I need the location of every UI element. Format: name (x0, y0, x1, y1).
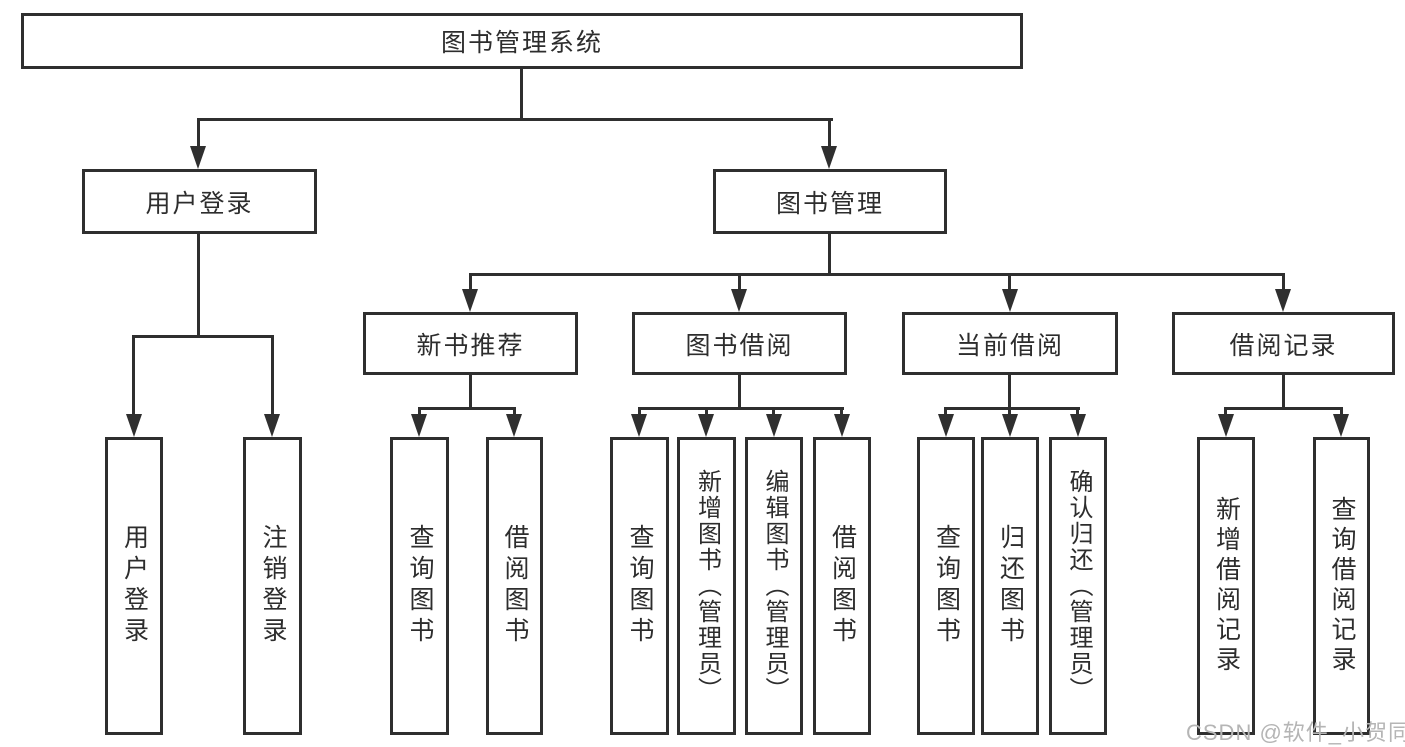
connector-root-stub (520, 67, 523, 120)
arrowhead-new-book (462, 289, 478, 312)
arrowhead-d3 (1070, 414, 1086, 437)
connector-book-borrow-rail (638, 407, 844, 410)
connector-book-management-stub (828, 232, 831, 275)
arrowhead-book-management (821, 146, 837, 169)
node-new-book-recommend: 新书推荐 (363, 312, 578, 375)
connector-drop-e1 (1224, 407, 1227, 417)
arrowhead-e2 (1333, 414, 1349, 437)
leaf-label: 查询图书 (406, 524, 434, 648)
connector-borrow-records-rail (1224, 407, 1343, 410)
connector-drop-b1 (418, 407, 421, 417)
csdn-watermark: CSDN @软件_小贺同学 (1186, 720, 1405, 745)
leaf-label: 借阅图书 (828, 524, 857, 648)
connector-drop-new-book (469, 273, 472, 291)
connector-borrow-records-stub (1282, 374, 1285, 410)
connector-drop-d1 (944, 407, 947, 417)
connector-drop-c3 (772, 407, 775, 417)
arrowhead-leaf-logout (264, 414, 280, 437)
arrowhead-b1 (411, 414, 427, 437)
connector-new-book-rail (418, 407, 516, 410)
leaf-query-books-current: 查询图书 (917, 437, 975, 735)
leaf-query-books-borrow: 查询图书 (610, 437, 669, 735)
connector-drop-book-borrow (738, 273, 741, 291)
node-book-borrow: 图书借阅 (632, 312, 847, 375)
connector-drop-b2 (513, 407, 516, 417)
connector-drop-current-borrow (1008, 273, 1011, 291)
leaf-add-borrow-record: 新增借阅记录 (1197, 437, 1255, 735)
connector-drop-c1 (638, 407, 641, 417)
leaf-edit-book-admin: 编辑图书（管理员） (745, 437, 803, 735)
connector-drop-c4 (840, 407, 843, 417)
leaf-borrow-books-recommend: 借阅图书 (486, 437, 543, 735)
connector-user-login-stub (197, 233, 200, 337)
leaf-label: 新增借阅记录 (1212, 496, 1241, 676)
arrowhead-d2 (1002, 414, 1018, 437)
connector-drop-c2 (705, 407, 708, 417)
leaf-label: 注销登录 (259, 524, 287, 648)
leaf-query-books-recommend: 查询图书 (390, 437, 449, 735)
node-book-management: 图书管理 (713, 169, 947, 234)
connector-drop-d2 (1008, 407, 1011, 417)
node-user-login: 用户登录 (82, 169, 317, 234)
node-library-system: 图书管理系统 (21, 13, 1023, 69)
leaf-borrow-books: 借阅图书 (813, 437, 871, 735)
leaf-label: 编辑图书（管理员） (761, 469, 788, 703)
connector-drop-leaf-user-login (132, 335, 135, 416)
leaf-label: 新增图书（管理员） (693, 469, 721, 703)
arrowhead-user-login (190, 146, 206, 169)
arrowhead-c2 (698, 414, 714, 437)
arrowhead-b2 (506, 414, 522, 437)
leaf-label: 查询图书 (932, 524, 961, 648)
connector-drop-book-management (828, 118, 831, 148)
leaf-user-login: 用户登录 (105, 437, 163, 735)
arrowhead-c3 (766, 414, 782, 437)
connector-book-borrow-stub (738, 374, 741, 410)
node-current-borrow: 当前借阅 (902, 312, 1118, 375)
leaf-label: 确认归还（管理员） (1065, 469, 1092, 703)
arrowhead-d1 (938, 414, 954, 437)
arrowhead-c4 (834, 414, 850, 437)
node-borrow-records: 借阅记录 (1172, 312, 1395, 375)
connector-drop-user-login (197, 118, 200, 148)
leaf-add-book-admin: 新增图书（管理员） (677, 437, 736, 735)
connector-current-borrow-stub (1008, 374, 1011, 410)
leaf-query-borrow-record: 查询借阅记录 (1313, 437, 1370, 735)
connector-new-book-stub (469, 374, 472, 410)
arrowhead-current-borrow (1002, 289, 1018, 312)
leaf-label: 查询图书 (626, 524, 654, 648)
leaf-label: 用户登录 (120, 524, 149, 648)
leaf-label: 借阅图书 (501, 524, 529, 648)
arrowhead-c1 (631, 414, 647, 437)
connector-drop-leaf-logout (271, 335, 274, 416)
arrowhead-borrow-records (1275, 289, 1291, 312)
connector-drop-e2 (1340, 407, 1343, 417)
connector-level3-rail (469, 273, 1285, 276)
arrowhead-book-borrow (731, 289, 747, 312)
connector-current-borrow-rail (944, 407, 1080, 410)
arrowhead-leaf-user-login (126, 414, 142, 437)
connector-drop-d3 (1076, 407, 1079, 417)
leaf-label: 查询借阅记录 (1328, 496, 1356, 676)
leaf-return-books: 归还图书 (981, 437, 1039, 735)
leaf-label: 归还图书 (996, 524, 1025, 648)
leaf-confirm-return-admin: 确认归还（管理员） (1049, 437, 1107, 735)
connector-drop-borrow-records (1282, 273, 1285, 291)
leaf-logout: 注销登录 (243, 437, 302, 735)
connector-level2-rail (197, 118, 833, 121)
arrowhead-e1 (1218, 414, 1234, 437)
connector-user-login-rail (132, 335, 274, 338)
